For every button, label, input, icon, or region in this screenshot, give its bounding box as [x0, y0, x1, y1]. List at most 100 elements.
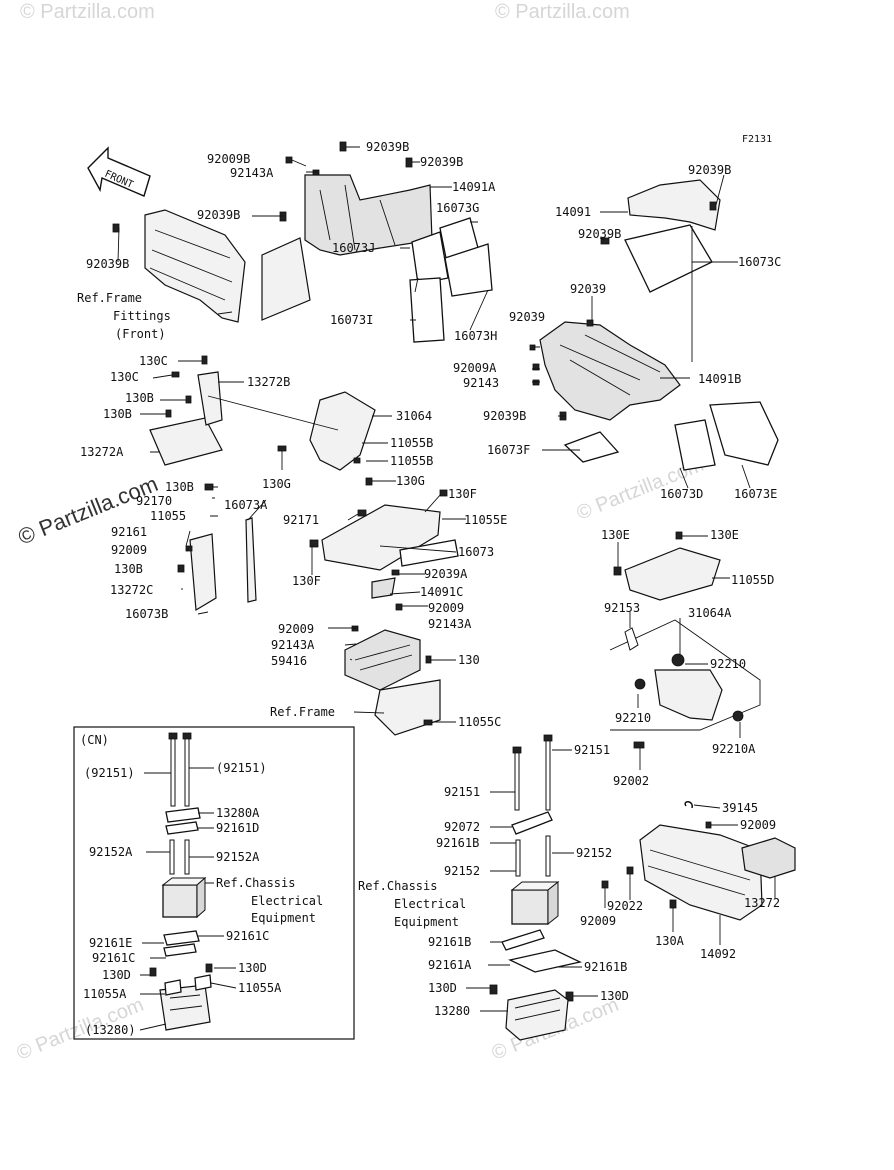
label-cn-92152A-a: 92152A: [89, 845, 133, 859]
label-r-92152-b: 92152: [444, 864, 480, 878]
label-16073H: 16073H: [454, 329, 497, 343]
cn-battery-assembly: [149, 732, 213, 1031]
label-16073: 16073: [458, 545, 494, 559]
label-r-electrical: Electrical: [394, 897, 466, 911]
label-cn-130D-a: 130D: [102, 968, 131, 982]
label-92009B: 92009B: [207, 152, 250, 166]
label-16073C: 16073C: [738, 255, 781, 269]
label-16073A: 16073A: [224, 498, 268, 512]
label-ref-frame: Ref.Frame: [270, 705, 335, 719]
middle-bracket-assembly: [149, 371, 459, 736]
label-fittings: Fittings: [113, 309, 171, 323]
label-92002: 92002: [613, 774, 649, 788]
label-14091B: 14091B: [698, 372, 741, 386]
cover-leaders: [604, 804, 776, 945]
front-arrow: FRONT: [87, 146, 151, 197]
cn-box-label: (CN): [80, 733, 109, 747]
cover-assembly: [601, 801, 796, 921]
label-92039B-left: 92039B: [197, 208, 240, 222]
figure-code: F2131: [742, 134, 772, 145]
label-cn-ref-chassis: Ref.Chassis: [216, 876, 295, 890]
label-13272A: 13272A: [80, 445, 124, 459]
label-11055D: 11055D: [731, 573, 774, 587]
label-11055B-b: 11055B: [390, 454, 433, 468]
label-130C-a: 130C: [139, 354, 168, 368]
label-13272C: 13272C: [110, 583, 153, 597]
label-130E-a: 130E: [601, 528, 630, 542]
battery-leaders: [466, 749, 598, 1012]
label-130A: 130A: [655, 934, 685, 948]
label-92039B-r3: 92039B: [483, 409, 526, 423]
label-92009-r2: 92009: [580, 914, 616, 928]
label-92009-l: 92009: [111, 543, 147, 557]
label-14091A: 14091A: [452, 180, 496, 194]
label-13272B: 13272B: [247, 375, 290, 389]
label-92009-c2: 92009: [278, 622, 314, 636]
label-14091C: 14091C: [420, 585, 463, 599]
watermark-top-right: © Partzilla.com: [495, 1, 630, 23]
label-cn-electrical: Electrical: [251, 894, 323, 908]
label-16073E: 16073E: [734, 487, 777, 501]
battery-assembly: [489, 734, 582, 1041]
label-130G-a: 130G: [262, 477, 291, 491]
label-130E-b: 130E: [710, 528, 739, 542]
label-r-92161B-c: 92161B: [584, 960, 627, 974]
label-13272: 13272: [744, 896, 780, 910]
right-bracket-assembly: [609, 531, 761, 749]
leaders-right-middle: [617, 535, 741, 770]
label-92039B-far: 92039B: [86, 257, 129, 271]
label-16073B: 16073B: [125, 607, 168, 621]
label-cn-92161E: 92161E: [89, 936, 132, 950]
label-92009A: 92009A: [453, 361, 497, 375]
label-r-130D-a: 130D: [428, 981, 457, 995]
label-r-92072: 92072: [444, 820, 480, 834]
label-r-13280: 13280: [434, 1004, 470, 1018]
label-92039B-mid: 92039B: [420, 155, 463, 169]
label-r-92161B-b: 92161B: [428, 935, 471, 949]
label-14092: 14092: [700, 947, 736, 961]
label-92039A: 92039A: [424, 567, 468, 581]
label-130C-b: 130C: [110, 370, 139, 384]
label-cn-92161C-a: 92161C: [226, 929, 269, 943]
label-cn-13280A: 13280A: [216, 806, 260, 820]
label-92210-a: 92210: [710, 657, 746, 671]
label-cn-92151-a: (92151): [84, 766, 135, 780]
label-130B-d: 130B: [114, 562, 143, 576]
label-11055B-a: 11055B: [390, 436, 433, 450]
label-92039: 92039: [570, 282, 606, 296]
label-r-92161B-a: 92161B: [436, 836, 479, 850]
label-92143A-c2: 92143A: [271, 638, 315, 652]
cn-leaders: [139, 767, 237, 1031]
label-92039B-top: 92039B: [366, 140, 409, 154]
label-r-ref-chassis: Ref.Chassis: [358, 879, 437, 893]
label-cn-11055A-a: 11055A: [83, 987, 127, 1001]
label-16073D: 16073D: [660, 487, 703, 501]
rear-liner-assembly: [539, 179, 779, 471]
label-cn-92152A-b: 92152A: [216, 850, 260, 864]
label-front: (Front): [115, 327, 166, 341]
label-14091: 14091: [555, 205, 591, 219]
leaders-middle: [140, 360, 466, 723]
label-59416: 59416: [271, 654, 307, 668]
label-11055E: 11055E: [464, 513, 507, 527]
label-cn-equipment: Equipment: [251, 911, 316, 925]
label-92009-r: 92009: [740, 818, 776, 832]
label-92039-b: 92039: [509, 310, 545, 324]
label-92170: 92170: [136, 494, 172, 508]
front-liner-assembly: [144, 174, 493, 343]
label-cn-92151-b: (92151): [216, 761, 267, 775]
label-130F-b: 130F: [292, 574, 321, 588]
label-cn-13280: (13280): [85, 1023, 136, 1037]
label-16073J: 16073J: [332, 241, 375, 255]
label-92143-r: 92143: [463, 376, 499, 390]
label-92039B-r2: 92039B: [578, 227, 621, 241]
label-130B-b: 130B: [103, 407, 132, 421]
label-r-92151-b: 92151: [444, 785, 480, 799]
label-130B-c: 130B: [165, 480, 194, 494]
label-11055: 11055: [150, 509, 186, 523]
label-130F-a: 130F: [448, 487, 477, 501]
label-130: 130: [458, 653, 480, 667]
label-92009-c: 92009: [428, 601, 464, 615]
label-r-92152-a: 92152: [576, 846, 612, 860]
